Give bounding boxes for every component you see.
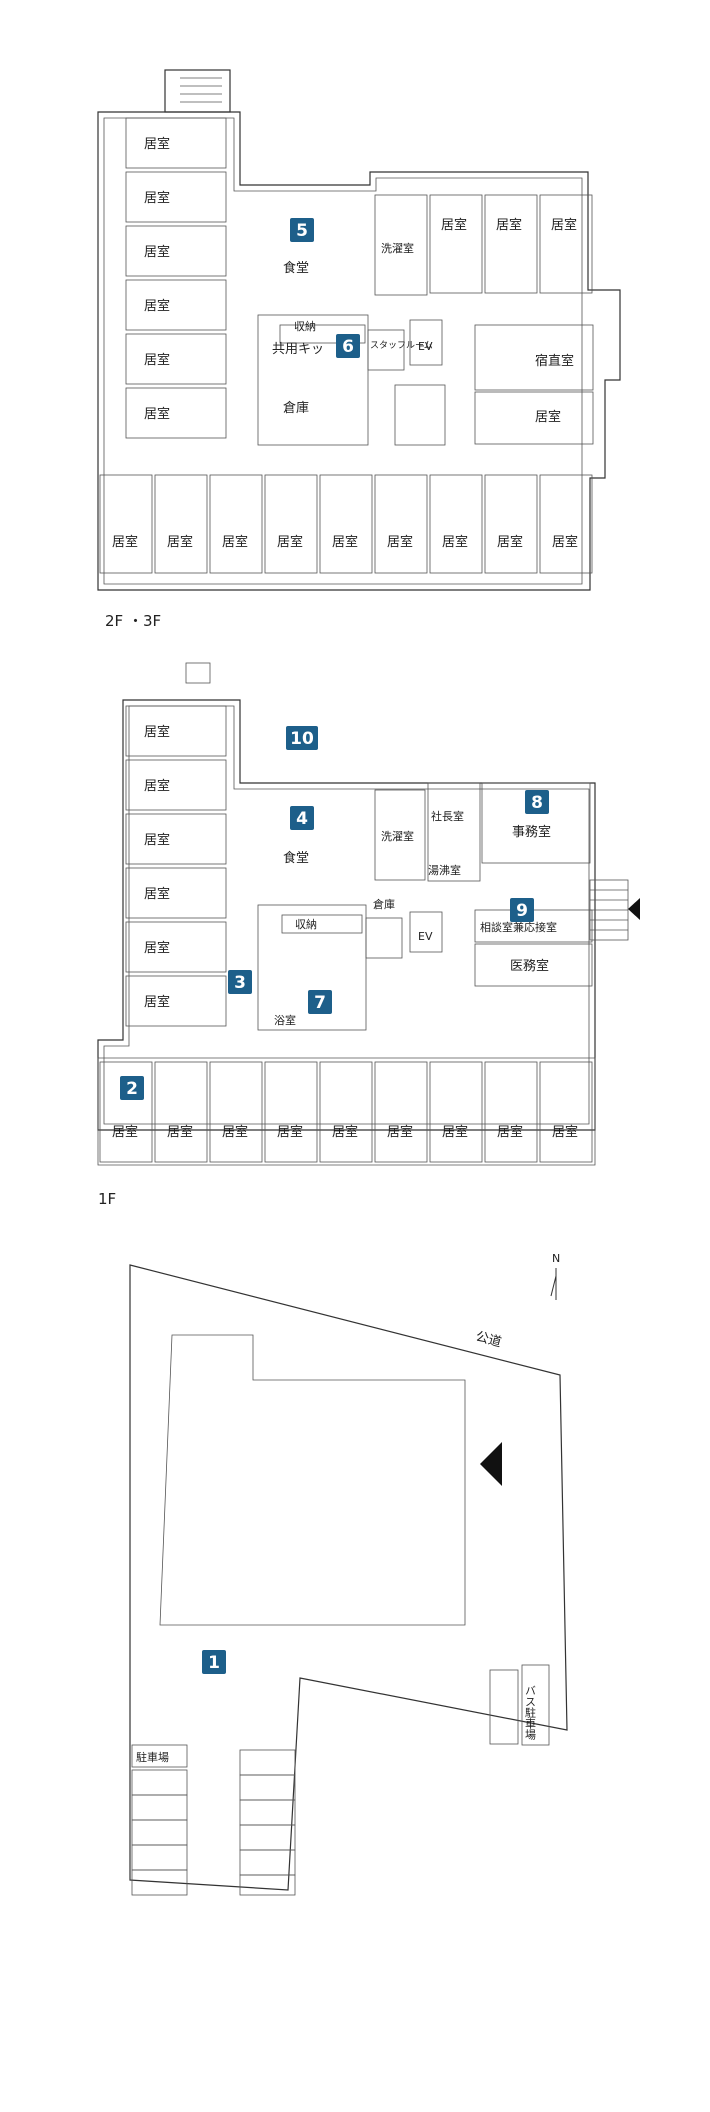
upper-night-duty-label: 宿直室: [535, 353, 574, 369]
upper-room-label: 居室: [332, 534, 358, 550]
ground-room-label: 居室: [144, 886, 170, 902]
ground-room-label: 居室: [442, 1124, 468, 1140]
upper-room-label: 居室: [144, 406, 170, 422]
upper-room-label: 居室: [277, 534, 303, 550]
upper-kitchen-label: 共用キッ: [272, 342, 324, 357]
upper-room-label: 居室: [441, 217, 467, 233]
ground-laundry-label: 洗濯室: [381, 829, 414, 843]
ground-room-label: 居室: [332, 1124, 358, 1140]
upper-room-label: 居室: [387, 534, 413, 550]
badge-5: 5: [290, 218, 314, 242]
ground-storage-closet-label: 収納: [295, 918, 317, 931]
upper-room-label: 居室: [496, 217, 522, 233]
parking-label: 駐車場: [136, 1750, 169, 1764]
ground-room-label: 居室: [222, 1124, 248, 1140]
north-label: N: [552, 1252, 560, 1265]
upper-room-label: 居室: [442, 534, 468, 550]
svg-text:10: 10: [290, 729, 314, 749]
ground-room-label: 居室: [144, 778, 170, 794]
badge-3: 3: [228, 970, 252, 994]
upper-stair: [164, 69, 231, 113]
upper-room-label: 居室: [144, 298, 170, 314]
boiler-room-label: 湯沸室: [428, 863, 461, 877]
badge-6: 6: [336, 334, 360, 358]
svg-text:4: 4: [296, 809, 308, 829]
ground-room-label: 居室: [552, 1124, 578, 1140]
consultation-label: 相談室兼応接室: [480, 920, 557, 934]
ground-ev-label: EV: [418, 930, 433, 943]
ground-room-label: 居室: [144, 994, 170, 1010]
ground-room-label: 居室: [277, 1124, 303, 1140]
badge-4: 4: [290, 806, 314, 830]
upper-room-label: 居室: [551, 217, 577, 233]
ground-room-label: 居室: [144, 832, 170, 848]
upper-room-label: 居室: [552, 534, 578, 550]
bus-parking-label: バス駐車場: [524, 1685, 537, 1741]
ground-dining-label: 食堂: [283, 850, 309, 866]
upper-room-label: 居室: [144, 352, 170, 368]
ground-room-label: 居室: [144, 724, 170, 740]
svg-text:6: 6: [342, 337, 354, 357]
upper-room-label: 居室: [112, 534, 138, 550]
office-label: 事務室: [512, 824, 551, 840]
svg-text:2: 2: [126, 1079, 138, 1099]
upper-room-label: 居室: [144, 244, 170, 260]
president-room-label: 社長室: [431, 809, 464, 823]
upper-room-label: 居室: [497, 534, 523, 550]
ground-room-label: 居室: [144, 940, 170, 956]
site-entrance-arrow-icon: [480, 1442, 502, 1486]
road-label: 公道: [474, 1329, 503, 1350]
ground-room-label: 居室: [112, 1124, 138, 1140]
badge-7: 7: [308, 990, 332, 1014]
upper-staff-room-label: スタッフルーム: [370, 340, 433, 351]
badge-9: 9: [510, 898, 534, 922]
svg-text:9: 9: [516, 901, 528, 921]
site-plan: N 公道 バス駐車場 駐車場 1: [129, 1252, 568, 1896]
ground-warehouse-label: 倉庫: [373, 897, 395, 911]
upper-room-label: 居室: [222, 534, 248, 550]
upper-room-label: 居室: [167, 534, 193, 550]
badge-1: 1: [202, 1650, 226, 1674]
upper-floor-label: 2F ・3F: [105, 612, 161, 630]
ground-floor-label: 1F: [98, 1190, 116, 1208]
ground-room-label: 居室: [167, 1124, 193, 1140]
upper-storage-closet-label: 収納: [294, 320, 316, 333]
svg-text:8: 8: [531, 793, 543, 813]
upper-laundry-label: 洗濯室: [381, 241, 414, 255]
svg-text:7: 7: [314, 993, 326, 1013]
svg-text:3: 3: [234, 973, 246, 993]
upper-ev-label: EV: [418, 340, 433, 353]
svg-text:5: 5: [296, 221, 308, 241]
upper-room-label: 居室: [535, 409, 561, 425]
upper-floor-plan: 居室 居室 居室 居室 居室 居室 居室 居室 居室 居室 居室 居室 居室 居…: [97, 69, 621, 630]
upper-warehouse-label: 倉庫: [283, 401, 309, 416]
badge-2: 2: [120, 1076, 144, 1100]
entrance-arrow-icon: [628, 898, 640, 920]
upper-room-label: 居室: [144, 136, 170, 152]
badge-8: 8: [525, 790, 549, 814]
ground-floor-plan: 居室 居室 居室 居室 居室 居室 居室 居室 居室 居室 居室 居室 居室 居…: [97, 662, 640, 1208]
svg-text:1: 1: [208, 1653, 220, 1673]
ground-room-label: 居室: [387, 1124, 413, 1140]
upper-room-label: 居室: [144, 190, 170, 206]
bath-label: 浴室: [274, 1013, 296, 1027]
ground-stair: [185, 662, 211, 684]
medical-label: 医務室: [510, 958, 549, 974]
ground-room-label: 居室: [497, 1124, 523, 1140]
upper-dining-label: 食堂: [283, 260, 309, 276]
badge-10: 10: [286, 726, 318, 750]
